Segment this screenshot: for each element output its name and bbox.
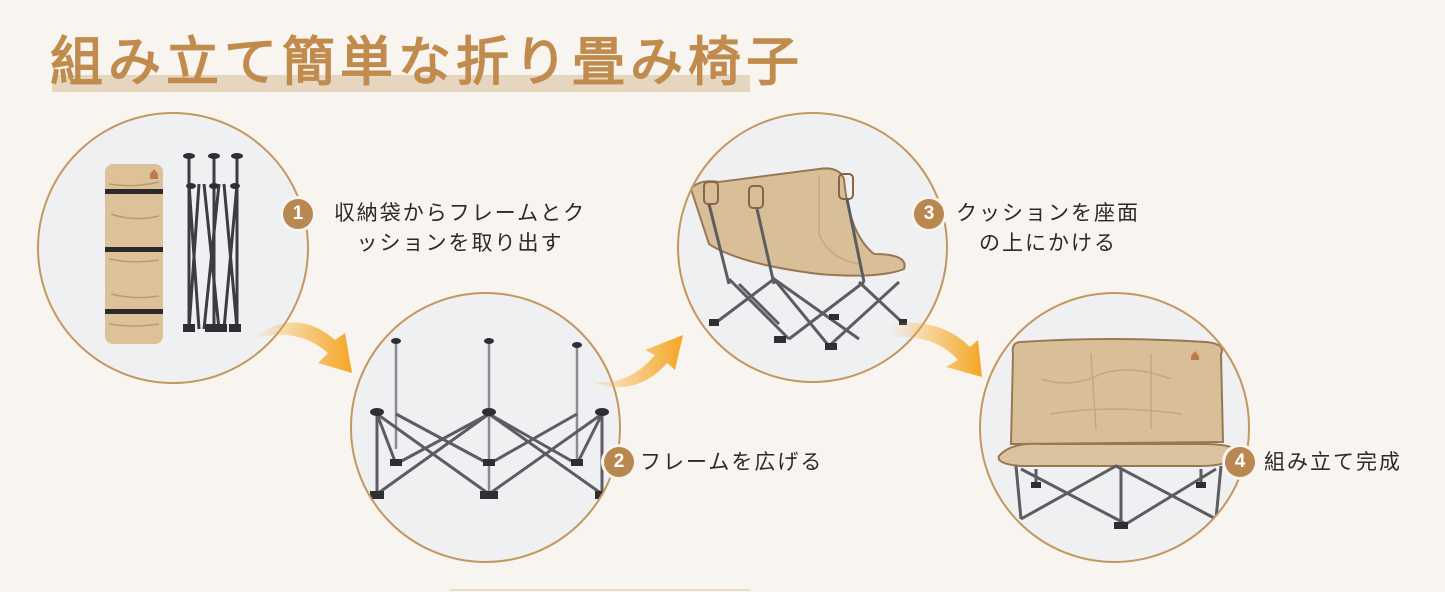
step-3-label-line-1: クッションを座面 (956, 201, 1140, 225)
step-4-image (979, 292, 1250, 563)
cushion-on-frame-illustration (689, 167, 907, 350)
step-4-badge: 4 (1225, 447, 1255, 477)
step-3-badge: 3 (914, 199, 944, 229)
step-2-image (350, 292, 621, 563)
step-3-label-line-2: の上にかける (979, 231, 1117, 255)
step-3-image (677, 112, 948, 383)
step-2-label-line-1: フレームを広げる (640, 450, 824, 474)
step-4-label-line-1: 組み立て完成 (1264, 450, 1402, 474)
step-2-badge: 2 (604, 447, 634, 477)
title-block: 組み立て簡単な折り畳み椅子 (50, 30, 799, 96)
curved-arrow-icon (890, 322, 982, 377)
rolled-cushion-and-folded-frame-illustration (105, 153, 243, 344)
assembled-double-chair-illustration (997, 338, 1238, 529)
step-1-badge: 1 (283, 199, 313, 229)
title-highlight-bar (52, 75, 750, 92)
curved-arrow-icon (585, 335, 683, 388)
step-1-label: 収納袋からフレームとク ッションを取り出す (320, 198, 600, 258)
bottom-divider (450, 589, 750, 591)
step-3-label: クッションを座面 の上にかける (948, 198, 1148, 258)
unfolded-frame-illustration (370, 338, 609, 499)
step-2-label: フレームを広げる (640, 447, 823, 477)
step-1-image (37, 112, 309, 384)
page-title: 組み立て簡単な折り畳み椅子 (50, 32, 804, 93)
step-1-label-line-2: ッションを取り出す (356, 231, 564, 255)
step-1-label-line-1: 収納袋からフレームとク (333, 201, 587, 225)
curved-arrow-icon (250, 322, 352, 373)
step-4-label: 組み立て完成 (1264, 447, 1402, 477)
